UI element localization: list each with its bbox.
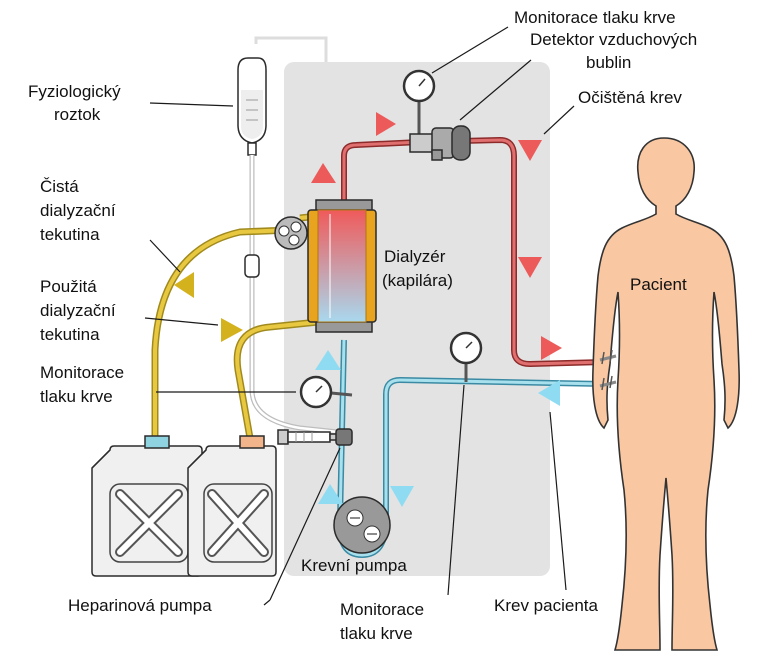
arrow-blue-up-2 — [318, 484, 343, 504]
label-patient: Pacient — [630, 275, 687, 294]
label-saline-1: Fyziologický — [28, 82, 121, 101]
arrow-blue-down — [390, 486, 414, 507]
label-monitor-left-1: Monitorace — [40, 363, 124, 382]
arrow-blue-up-1 — [315, 350, 341, 370]
label-used-dialysate-3: tekutina — [40, 325, 100, 344]
label-monitor-left-2: tlaku krve — [40, 387, 113, 406]
saline-bag — [237, 36, 328, 156]
heparin-syringe — [277, 428, 353, 446]
pressure-gauge-left — [299, 375, 353, 409]
label-monitor-bottom-1: Monitorace — [340, 600, 424, 619]
pressure-gauge-bottom — [449, 331, 483, 382]
label-dialyzer-1: Dialyzér — [384, 247, 446, 266]
used-dialysate-canister — [187, 435, 277, 577]
saline-drip-chamber — [244, 254, 260, 278]
label-monitor-top: Monitorace tlaku krve — [514, 8, 676, 27]
arrow-blue-left — [538, 380, 560, 406]
label-fresh-dialysate-2: dialyzační — [40, 201, 116, 220]
label-blood-pump: Krevní pumpa — [301, 556, 407, 575]
label-patient-blood: Krev pacienta — [494, 596, 598, 615]
arrow-red-down-top — [518, 140, 542, 161]
dialysate-valve — [274, 216, 308, 250]
arrow-red-up — [311, 163, 336, 183]
arrow-red-down-mid — [518, 257, 542, 278]
cannulas — [599, 349, 617, 391]
blood-pump-device — [333, 496, 391, 554]
arrow-yellow-left — [174, 272, 194, 298]
label-clean-blood: Očištěná krev — [578, 88, 682, 107]
arrow-red-right-bottom — [541, 336, 562, 360]
label-fresh-dialysate-1: Čistá — [40, 177, 79, 196]
machine-panel — [284, 62, 550, 576]
patient-silhouette — [592, 137, 740, 651]
label-saline-2: roztok — [54, 105, 101, 124]
label-heparin-pump: Heparinová pumpa — [68, 596, 212, 615]
air-bubble-detector — [409, 125, 471, 161]
label-used-dialysate-1: Použitá — [40, 277, 97, 296]
label-bubble-detector-2: bublin — [586, 53, 631, 72]
arrow-red-right-top — [376, 112, 396, 136]
label-monitor-bottom-2: tlaku krve — [340, 624, 413, 643]
label-dialyzer-2: (kapilára) — [382, 271, 453, 290]
arrow-yellow-right — [221, 318, 243, 342]
label-bubble-detector-1: Detektor vzduchových — [530, 30, 697, 49]
dialyzer — [307, 199, 377, 333]
label-fresh-dialysate-3: tekutina — [40, 225, 100, 244]
fresh-dialysate-canister — [91, 435, 203, 577]
pressure-gauge-top — [402, 69, 436, 134]
leader-lines — [144, 26, 575, 606]
label-used-dialysate-2: dialyzační — [40, 301, 116, 320]
